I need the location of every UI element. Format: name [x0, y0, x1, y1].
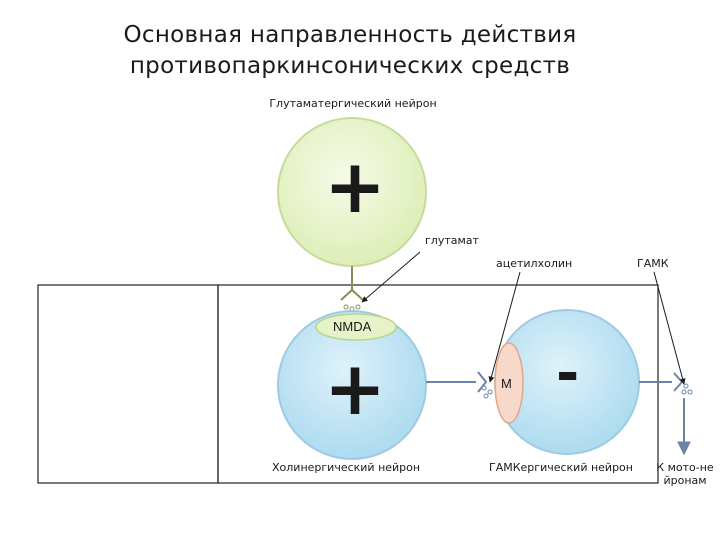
gaba-pointer: [653, 271, 686, 385]
main-box: [217, 284, 659, 484]
glutamatergic-label: Глутаматергический нейрон: [269, 97, 437, 110]
acetylcholine-label: ацетилхолин: [496, 257, 573, 270]
diagram-title: Основная направленность действия противо…: [60, 20, 640, 82]
acetylcholine-vesicles: [481, 385, 493, 399]
cholinergic-sign: +: [324, 346, 387, 432]
gaba-label: ГАМК: [637, 257, 669, 270]
acetylcholine-pointer: [488, 271, 521, 383]
glutamate-terminal: [340, 288, 364, 301]
glutamate-pointer: [361, 251, 421, 303]
motoneuron-label: К мото-нейронам: [656, 461, 714, 487]
title-line-1: Основная направленность действия: [123, 22, 577, 48]
m-label: М: [501, 376, 512, 391]
acetylcholine-terminal: [477, 371, 488, 393]
glutamatergic-sign: +: [324, 144, 387, 230]
cholinergic-label: Холинергический нейрон: [272, 461, 421, 474]
left-box: [37, 284, 219, 484]
gabaergic-sign: -: [556, 341, 580, 406]
title-line-2: противопаркинсонических средств: [129, 53, 571, 79]
gabaergic-label: ГАМКергический нейрон: [489, 461, 633, 474]
cholinergic-neuron: [277, 310, 427, 460]
nmda-receptor: [315, 313, 397, 341]
m-receptor: [494, 342, 524, 424]
gaba-terminal: [673, 372, 684, 392]
glutamate-label: глутамат: [425, 234, 479, 247]
gaba-vesicles: [681, 383, 693, 395]
nmda-label: NMDA: [333, 319, 372, 334]
